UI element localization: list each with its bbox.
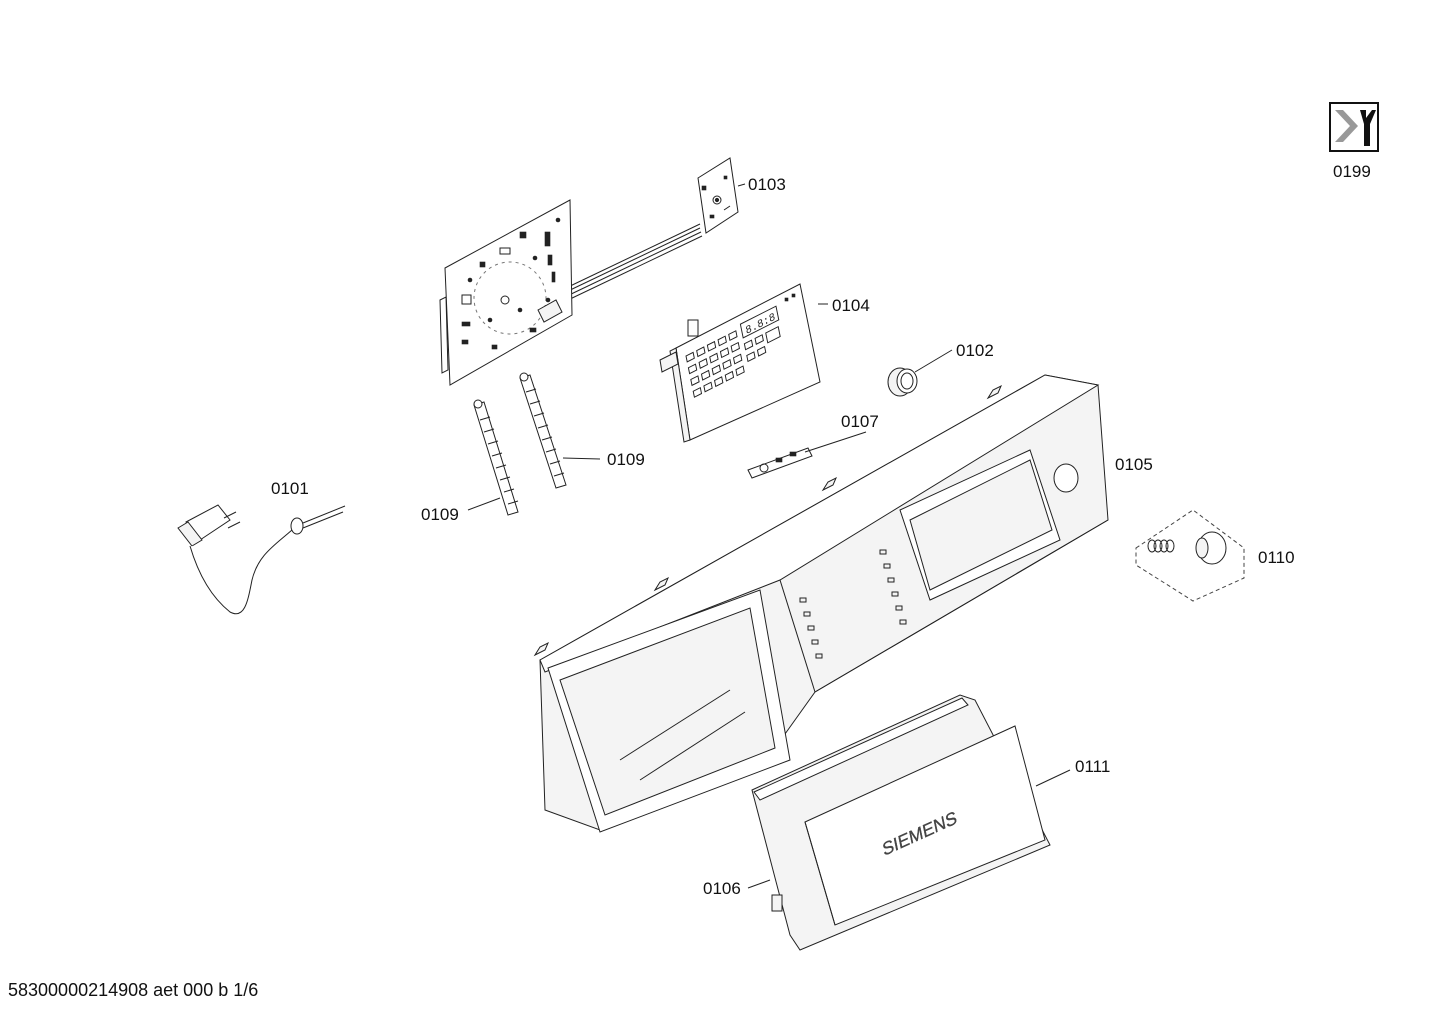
- label-0105: 0105: [1115, 455, 1153, 474]
- part-0109-light-guide-left: [473, 399, 519, 516]
- label-0101: 0101: [271, 479, 309, 498]
- label-0110: 0110: [1258, 548, 1295, 567]
- label-0107: 0107: [841, 412, 879, 431]
- service-tool-icon: [1329, 102, 1379, 152]
- main-control-board: [439, 199, 573, 386]
- ribbon-cable: [565, 223, 703, 301]
- label-0104: 0104: [832, 296, 870, 315]
- part-0101-power-cord: [177, 504, 346, 615]
- footer-document-id: 58300000214908 aet 000 b 1/6: [8, 980, 259, 1000]
- part-0109-light-guide-right: [519, 372, 567, 489]
- part-0110-button-assembly: [1135, 509, 1245, 602]
- part-0105-control-panel: [533, 374, 1109, 833]
- label-0103: 0103: [748, 175, 786, 194]
- part-0102-knob-ring: [887, 367, 918, 397]
- label-0109-right: 0109: [607, 450, 645, 469]
- label-0199: 0199: [1333, 162, 1371, 181]
- label-0111: 0111: [1075, 757, 1110, 776]
- part-0107-switch-board: [747, 447, 813, 479]
- part-0111-drawer-handle: SIEMENS: [804, 725, 1046, 926]
- part-0104-display-module: 8.8:8: [659, 283, 821, 443]
- part-0103-sensor-board: [697, 157, 739, 234]
- label-0106: 0106: [703, 879, 741, 898]
- label-0109-left: 0109: [421, 505, 459, 524]
- label-0102: 0102: [956, 341, 994, 360]
